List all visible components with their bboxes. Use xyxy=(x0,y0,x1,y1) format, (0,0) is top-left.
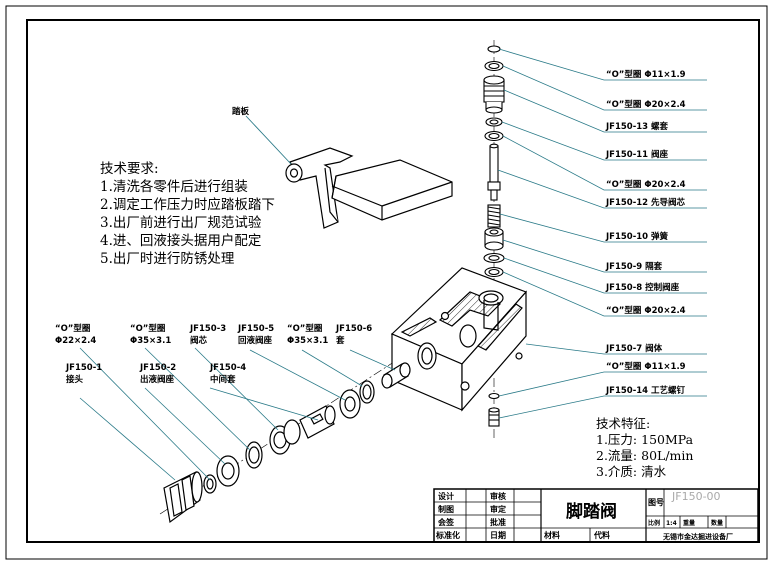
oring-11-bottom xyxy=(488,392,500,400)
callout-left-jf150-6: JF150-6 xyxy=(335,324,372,334)
spec-item: 3.介质: 清水 xyxy=(596,464,667,479)
tb-quantity-label: 数量 xyxy=(711,519,723,527)
callout-right: “O”型圈 Φ11×1.9 xyxy=(606,361,686,372)
pedal-label: 踏板 xyxy=(232,106,250,117)
inner-border xyxy=(26,19,760,543)
tb-countersign: 会签 xyxy=(438,517,455,527)
joint-part xyxy=(163,471,203,524)
tb-title: 脚踏阀 xyxy=(566,501,617,522)
requirements-title: 技术要求: xyxy=(100,161,159,177)
diagonal-parts xyxy=(163,362,411,524)
tb-review: 审核 xyxy=(490,491,506,501)
callout-left-jf150-2: 出液阀座 xyxy=(140,374,175,385)
callout-right: JF150-13 螺套 xyxy=(605,121,669,132)
tb-standard: 标准化 xyxy=(435,530,460,540)
callout-left-jf150-3: 阀芯 xyxy=(190,335,208,346)
callout-right: JF150-12 先导阀芯 xyxy=(605,197,686,208)
callout-right: JF150-8 控制阀座 xyxy=(605,282,680,293)
tb-scale: 1:4 xyxy=(666,520,677,527)
requirement-item: 1.清洗各零件后进行组装 xyxy=(100,179,248,195)
callout-right: JF150-14 工艺螺钉 xyxy=(605,385,686,396)
tb-draw: 制图 xyxy=(438,504,454,514)
requirement-item: 4.进、回液接头据用户配定 xyxy=(100,233,262,249)
tb-date: 日期 xyxy=(490,530,506,540)
tb-code: 代料 xyxy=(593,530,610,540)
callout-left-oring-22: “O”型圈 xyxy=(55,323,90,334)
oring-11-top xyxy=(487,45,501,53)
callout-left-jf150-4: 中间套 xyxy=(210,374,236,385)
vertical-parts xyxy=(483,45,505,427)
sleeve-part-6 xyxy=(381,362,411,389)
left-leaders xyxy=(79,347,396,481)
callout-left-jf150-4: JF150-4 xyxy=(209,363,246,373)
spacer-part xyxy=(484,227,504,251)
tb-drawing-no: JF150-00 xyxy=(671,490,721,503)
title-block-text: 设计 制图 会签 标准化 审核 审定 批准 日期 脚踏阀 材料 代料 图号 JF… xyxy=(435,490,733,541)
callout-right: “O”型圈 Φ11×1.9 xyxy=(606,69,686,80)
requirement-item: 5.出厂时进行防锈处理 xyxy=(100,251,235,267)
process-screw-part xyxy=(488,407,500,427)
tb-approve: 批准 xyxy=(490,517,506,527)
requirement-item: 3.出厂前进行出厂规范试验 xyxy=(100,215,262,231)
pedal-leader xyxy=(245,115,292,165)
callout-right: JF150-7 阀体 xyxy=(605,343,663,354)
title-block xyxy=(433,488,759,543)
tb-design: 设计 xyxy=(438,491,454,501)
callout-right: “O”型圈 Φ20×2.4 xyxy=(606,305,686,316)
tb-approve-check: 审定 xyxy=(490,504,506,514)
callout-left-jf150-1: 接头 xyxy=(66,374,84,385)
tb-weight-label: 重量 xyxy=(683,519,695,527)
spring-part xyxy=(487,204,501,228)
callout-right: JF150-10 弹簧 xyxy=(605,231,669,242)
tb-material: 材料 xyxy=(544,530,560,540)
right-leaders xyxy=(497,48,707,419)
specs-title: 技术特征: xyxy=(596,416,651,431)
pilot-spool-part xyxy=(487,143,501,201)
valve-core-part xyxy=(269,419,301,455)
middle-sleeve-part xyxy=(299,405,336,439)
callout-left-jf150-5: JF150-5 xyxy=(237,324,274,334)
callout-left-oring-35b: Φ35×3.1 xyxy=(287,336,328,346)
callout-left-oring-22: Φ22×2.4 xyxy=(55,336,96,346)
callout-left-oring-35a: “O”型圈 xyxy=(130,323,165,334)
callout-right: JF150-11 阀座 xyxy=(605,149,669,160)
callout-left-jf150-3: JF150-3 xyxy=(189,324,226,334)
callout-left-jf150-5: 回液阀座 xyxy=(238,335,273,346)
callout-left-oring-35a: Φ35×3.1 xyxy=(130,336,171,346)
outer-border xyxy=(5,5,768,560)
spec-item: 2.流量: 80L/min xyxy=(596,448,694,463)
pedal-drawing xyxy=(285,147,453,229)
technical-specs: 技术特征: 1.压力: 150MPa 2.流量: 80L/min 3.介质: 清… xyxy=(596,416,693,480)
technical-requirements: 技术要求: 1.清洗各零件后进行组装 2.调定工作压力时应踏板踏下 3.出厂前进… xyxy=(100,160,275,268)
callout-right: “O”型圈 Φ20×2.4 xyxy=(606,99,686,110)
callout-right: JF150-9 隔套 xyxy=(605,261,663,272)
screw-sleeve-part xyxy=(483,75,505,114)
requirement-item: 2.调定工作压力时应踏板踏下 xyxy=(100,197,275,213)
outlet-seat-part xyxy=(216,455,240,487)
tb-drawing-no-label: 图号 xyxy=(648,498,664,507)
callout-left-oring-35b: “O”型圈 xyxy=(287,323,322,334)
spec-item: 1.压力: 150MPa xyxy=(596,432,694,447)
tb-scale-label: 比例 xyxy=(648,519,660,527)
callout-left-jf150-6: 套 xyxy=(336,335,345,346)
callout-left-jf150-2: JF150-2 xyxy=(139,363,176,373)
tb-company: 无锡市金达掘进设备厂 xyxy=(662,532,733,541)
callout-right: “O”型圈 Φ20×2.4 xyxy=(606,179,686,190)
return-seat-part xyxy=(339,389,361,419)
callout-left-jf150-1: JF150-1 xyxy=(65,363,102,373)
valve-body xyxy=(390,267,528,412)
